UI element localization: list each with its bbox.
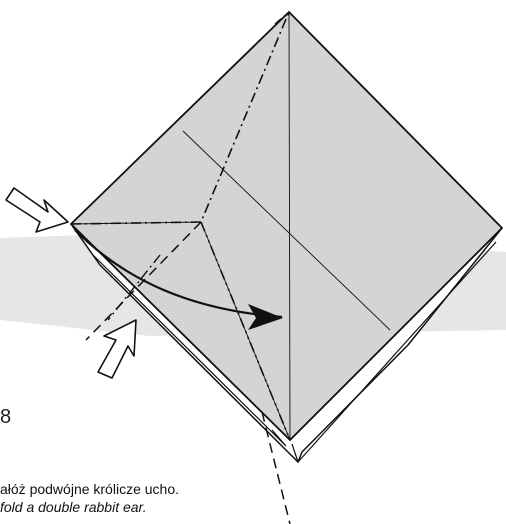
valley-fold-line-bottom xyxy=(261,411,291,524)
push-arrow-icon xyxy=(5,187,69,233)
paper-back-edge-right xyxy=(291,241,497,464)
mountain-fold-extension xyxy=(107,254,161,321)
instruction-polish: ałóż podwójne królicze ucho. xyxy=(0,481,179,497)
crease-vertical xyxy=(288,11,291,441)
paper-square xyxy=(70,11,503,441)
push-arrow-icon-bottom xyxy=(97,319,137,379)
mountain-fold-top-edge xyxy=(274,11,290,25)
mountain-fold-right xyxy=(200,221,291,441)
fold-arrow-icon xyxy=(74,229,283,319)
mountain-fold-left xyxy=(70,11,290,225)
step-number: 8 xyxy=(0,406,12,428)
paper-back-edge-left xyxy=(93,255,287,447)
fold-arrow-head xyxy=(248,304,283,330)
crease-diagonal xyxy=(182,130,391,331)
instruction-english: fold a double rabbit ear. xyxy=(0,499,147,515)
